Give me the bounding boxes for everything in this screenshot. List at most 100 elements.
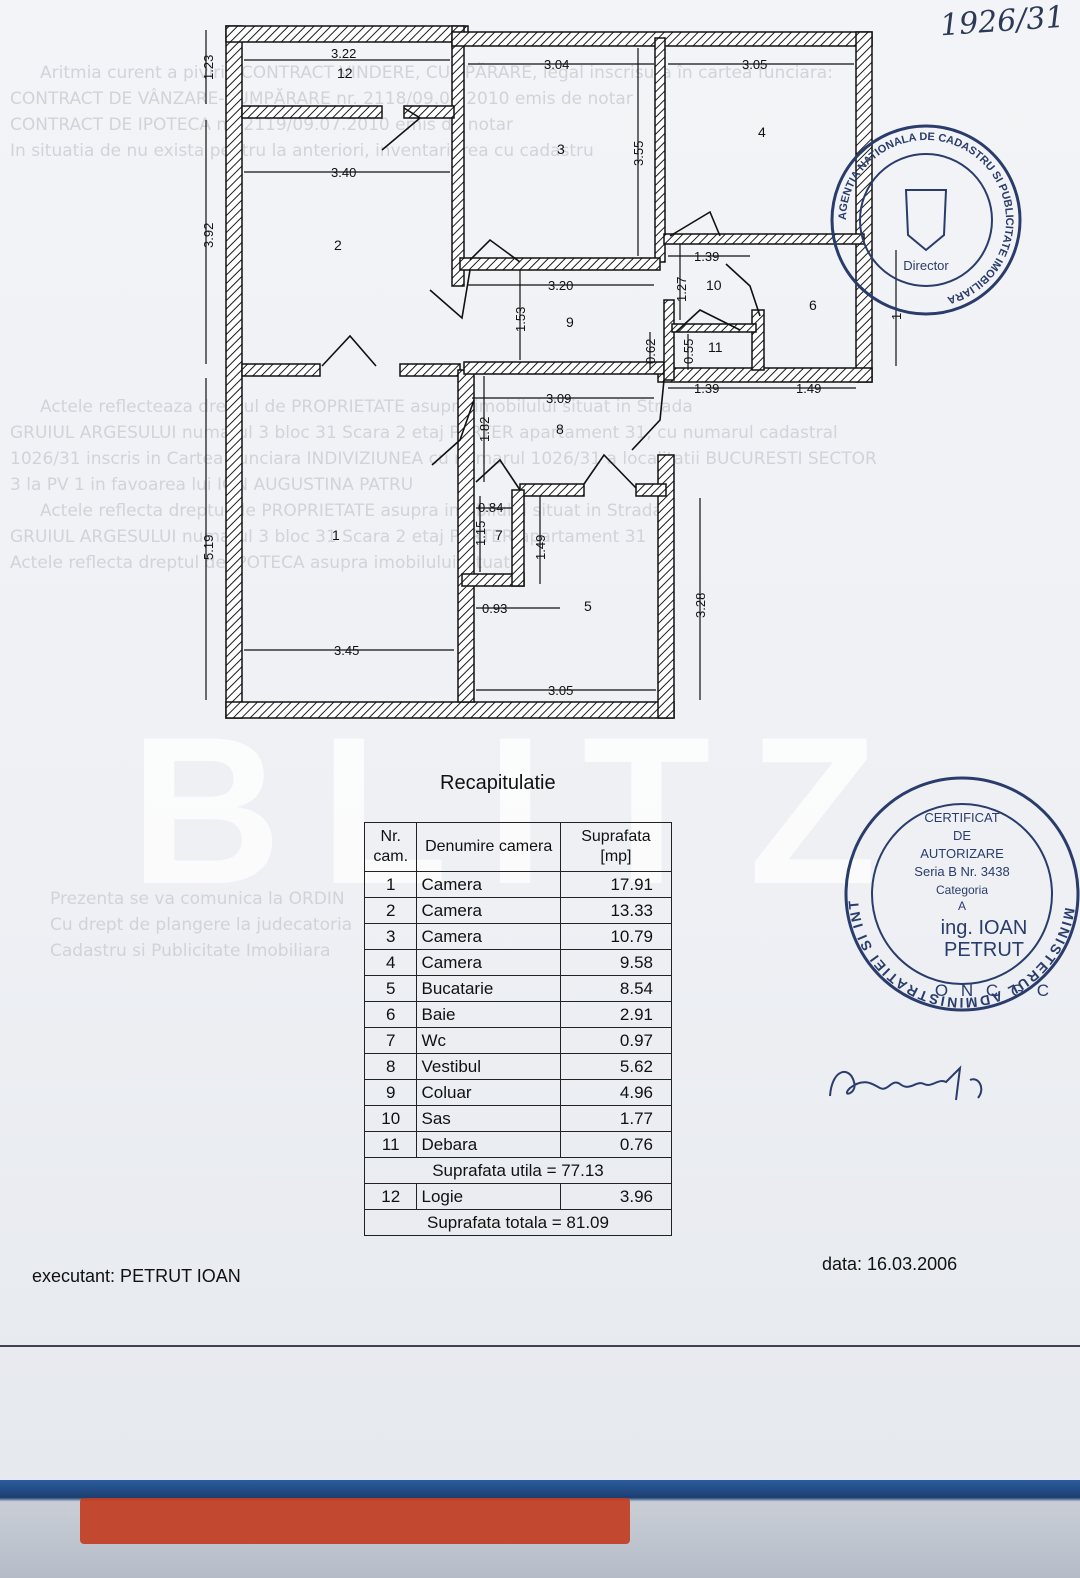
ghost-line: Actele reflecta dreptul de IPOTECA asupr…	[10, 553, 511, 573]
header-name: Denumire camera	[416, 822, 561, 872]
room-area: 0.76	[559, 1131, 673, 1158]
ghost-line: In situatia de nu exista pentru la anter…	[10, 141, 594, 161]
room-nr: 12	[363, 1183, 418, 1210]
room-name: Baie	[416, 1001, 561, 1028]
header-nr: Nr. cam.	[363, 822, 418, 872]
dim-label: 1.39	[694, 249, 719, 264]
ghost-line: Cu drept de plangere la judecatoria	[50, 915, 353, 935]
room-name: Camera	[416, 871, 561, 898]
signature	[829, 1065, 983, 1101]
grand-total: Suprafata totala = 81.09	[364, 1209, 672, 1236]
room-area: 0.97	[559, 1027, 673, 1054]
room-number: 12	[337, 65, 353, 81]
dimension-lines	[205, 30, 897, 700]
dim-label: 0.93	[482, 601, 507, 616]
dim-label: 3.05	[548, 683, 573, 698]
dim-label: 0.62	[643, 339, 658, 364]
stamp-line: Categoria	[936, 883, 988, 897]
room-nr: 9	[363, 1079, 418, 1106]
ghost-line: CONTRACT DE IPOTECA nr. 2119/09.07.2010 …	[10, 115, 514, 135]
room-area: 4.96	[559, 1079, 673, 1106]
room-number: 3	[557, 141, 565, 157]
stamp-bottom-text: O N C G C	[935, 981, 1053, 1000]
walls	[225, 25, 873, 719]
room-name: Vestibul	[416, 1053, 561, 1080]
door-swings	[321, 107, 761, 491]
room-area: 17.91	[559, 871, 673, 898]
room-nr: 4	[363, 949, 418, 976]
stamp-line: ing. IOAN	[941, 917, 1028, 939]
dim-label: 3.55	[631, 141, 646, 166]
dim-label: 1.53	[513, 307, 528, 332]
dim-label: 1.	[889, 309, 904, 320]
room-name: Logie	[416, 1183, 561, 1210]
cadastre-stamp: AGENTIA NATIONALA DE CADASTRU SI PUBLICI…	[830, 124, 1022, 316]
room-nr: 6	[363, 1001, 418, 1028]
dim-label: 1.15	[473, 521, 488, 546]
room-number: 1	[332, 527, 340, 543]
room-number: 10	[706, 277, 722, 293]
util-total: Suprafata utila = 77.13	[364, 1157, 672, 1184]
document-date: data: 16.03.2006	[822, 1254, 958, 1274]
dim-label: 3.45	[334, 643, 359, 658]
stamp-line: DE	[953, 828, 971, 843]
divider	[0, 1345, 1080, 1347]
svg-text:AGENTIA NATIONALA DE CADASTRU: AGENTIA NATIONALA DE CADASTRU SI PUBLICI…	[837, 131, 1015, 306]
stamp-line: A	[958, 899, 966, 913]
dim-label: 1.82	[477, 417, 492, 442]
red-label-strip	[80, 1498, 630, 1544]
ghost-line: Actele reflecteaza dreptul de PROPRIETAT…	[40, 397, 693, 417]
room-numbers: 1 2 3 4 5 6 7 8 9 10 11 12	[332, 65, 817, 614]
ghost-line: Actele reflecta dreptul de PROPRIETATE a…	[40, 501, 663, 521]
ghost-line: GRUIUL ARGESULUI numarul 3 bloc 31 Scara…	[10, 527, 647, 547]
executant: executant: PETRUT IOAN	[32, 1266, 241, 1286]
stamp-center-text: Director	[903, 258, 949, 273]
dim-label: 0.84	[478, 500, 503, 515]
table-header-row: Nr. cam. Denumire camera Suprafata [mp]	[363, 822, 673, 872]
room-area: 3.96	[559, 1183, 673, 1210]
room-area: 1.77	[559, 1105, 673, 1132]
room-name: Wc	[416, 1027, 561, 1054]
room-nr: 1	[363, 871, 418, 898]
dim-label: 3.04	[544, 57, 569, 72]
dim-label: 3.92	[201, 223, 216, 248]
ghost-line: CONTRACT DE VÂNZARE-CUMPĂRARE nr. 2118/0…	[10, 89, 633, 109]
recap-table: Nr. cam. Denumire camera Suprafata [mp] …	[363, 822, 673, 1236]
dimension-labels: 3.22 3.04 3.05 1.23 3.40 3.55 3.92 1.39 …	[201, 46, 904, 698]
stamp-line: PETRUT	[944, 939, 1024, 961]
room-area: 9.58	[559, 949, 673, 976]
coat-of-arms-icon	[904, 189, 948, 252]
dim-label: 3.22	[331, 46, 356, 61]
room-area: 10.79	[559, 923, 673, 950]
room-area: 13.33	[559, 897, 673, 924]
grand-total-row: Suprafata totala = 81.09	[364, 1209, 672, 1236]
dim-label: 3.28	[693, 593, 708, 618]
dim-label: 1.27	[674, 277, 689, 302]
dim-label: 3.05	[742, 57, 767, 72]
room-area: 5.62	[559, 1053, 673, 1080]
room-nr: 2	[363, 897, 418, 924]
util-total-row: Suprafata utila = 77.13	[364, 1157, 672, 1184]
stamp-line: CERTIFICAT	[924, 810, 999, 825]
ghost-line: GRUIUL ARGESULUI numarul 3 bloc 31 Scara…	[10, 423, 838, 443]
dim-label: 1.39	[694, 381, 719, 396]
document-page: Aritmia curent a pivirii: CONTRACT VINDE…	[0, 0, 1080, 1480]
certification-stamp: MINISTERUL ADMINISTRATIEI SI INTERNELOR …	[844, 764, 1080, 1012]
dim-label: 3.09	[546, 391, 571, 406]
room-name: Bucatarie	[416, 975, 561, 1002]
room-area: 8.54	[559, 975, 673, 1002]
room-nr: 5	[363, 975, 418, 1002]
floor-plan: 3.22 3.04 3.05 1.23 3.40 3.55 3.92 1.39 …	[201, 25, 904, 719]
room-number: 8	[556, 421, 564, 437]
room-number: 6	[809, 297, 817, 313]
header-area: Suprafata [mp]	[559, 822, 673, 872]
room-number: 11	[708, 339, 723, 355]
room-number: 4	[758, 124, 766, 140]
